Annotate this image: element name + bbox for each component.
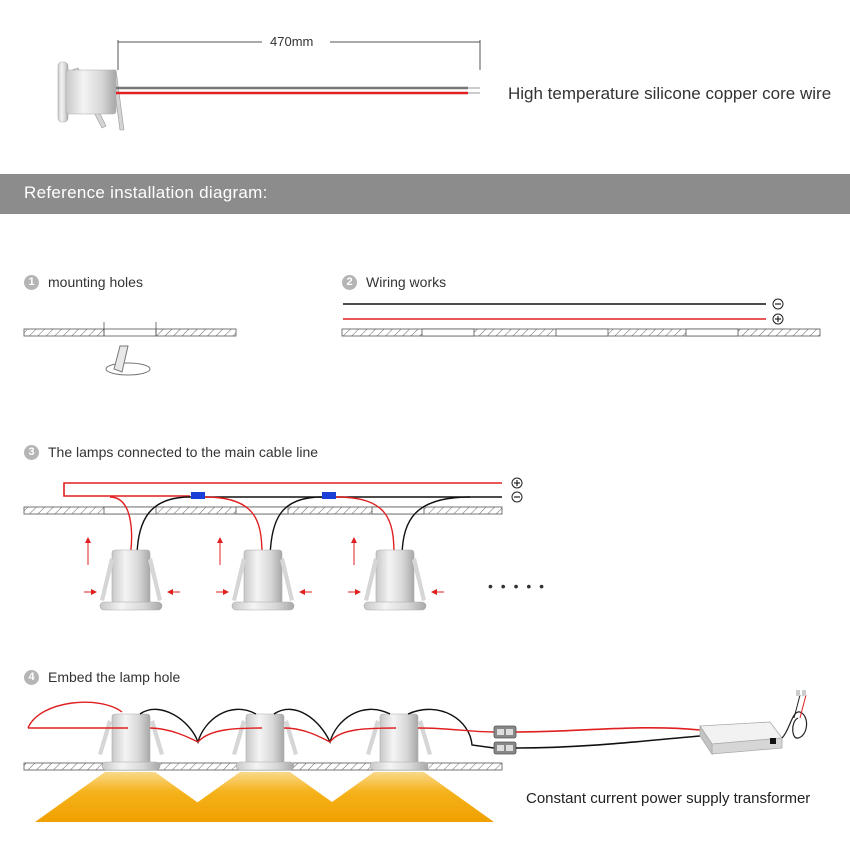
light-beam [170,772,360,822]
step-2-number: 2 [342,274,357,290]
wire-connector [322,492,336,499]
wire-description: High temperature silicone copper core wi… [508,84,832,103]
wire-length-label: 470mm [270,34,314,49]
step-3-label: The lamps connected to the main cable li… [48,444,319,460]
section-banner: Reference installation diagram: [0,174,850,214]
lamp [232,713,298,771]
wire-connector [191,492,205,499]
terminal-connector [493,741,517,755]
light-beam [35,772,225,822]
lamp [363,549,427,611]
step-3-number: 3 [24,444,39,460]
main-cable-panel [23,477,523,611]
install-arrows [84,537,444,595]
wiring-works-panel [341,298,821,337]
lamp [366,713,432,771]
transformer-label: Constant current power supply transforme… [526,790,811,807]
step-2-label: Wiring works [366,274,447,290]
terminal-connector [493,725,517,739]
embedded-lamps-panel [23,690,808,822]
banner-title: Reference installation diagram: [24,183,268,202]
lamp [99,549,163,611]
step-3: 3 The lamps connected to the main cable … [24,444,318,460]
continuation-dots: • • • • • [488,578,547,594]
power-supply-transformer [699,721,783,756]
step-1: 1 mounting holes [24,274,143,290]
step-4: 4 Embed the lamp hole [24,669,180,685]
step-4-label: Embed the lamp hole [48,669,181,685]
lamp [231,549,295,611]
mounting-holes-panel [23,322,237,376]
step-2: 2 Wiring works [342,274,446,290]
product-lamp-top [57,40,481,131]
step-1-number: 1 [24,274,39,290]
light-beam [304,772,494,822]
lamp [98,713,164,771]
step-4-number: 4 [24,669,39,685]
positive-cable [63,482,502,497]
step-1-label: mounting holes [48,274,143,290]
